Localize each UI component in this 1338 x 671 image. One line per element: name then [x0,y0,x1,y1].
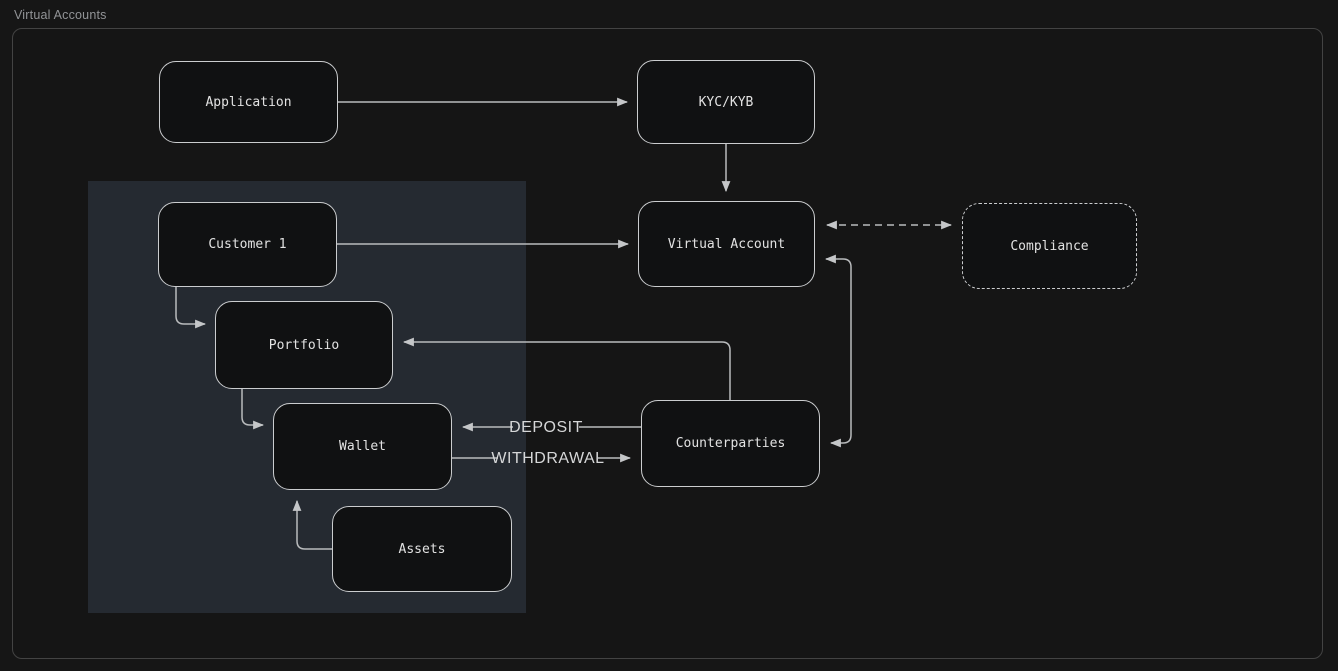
node-kyc-kyb-label: KYC/KYB [698,94,754,110]
edge-label-deposit: DEPOSIT [509,419,583,436]
edge-counterparties-to-portfolio [402,337,731,400]
node-virtual-account-label: Virtual Account [667,236,786,252]
node-customer-1-label: Customer 1 [208,237,287,252]
node-kyc-kyb: KYC/KYB [637,60,815,144]
node-compliance: Compliance [962,203,1137,289]
node-assets-label: Assets [398,541,446,557]
node-application-label: Application [205,94,292,110]
node-counterparties: Counterparties [641,400,820,487]
edge-virtual-account-counterparties [824,254,852,448]
node-portfolio: Portfolio [215,301,393,389]
node-wallet-label: Wallet [339,439,386,454]
edge-label-withdrawal: WITHDRAWAL [491,450,604,467]
node-customer-1: Customer 1 [158,202,337,287]
edge-customer1-to-portfolio [175,287,207,329]
edge-assets-to-wallet [292,499,332,550]
node-portfolio-label: Portfolio [268,337,340,353]
edge-portfolio-to-wallet [241,389,265,430]
node-assets: Assets [332,506,512,592]
node-application: Application [159,61,338,143]
node-wallet: Wallet [273,403,452,490]
node-virtual-account: Virtual Account [638,201,815,287]
diagram-title: Virtual Accounts [14,8,107,22]
node-compliance-label: Compliance [1010,238,1089,254]
node-counterparties-label: Counterparties [675,436,786,451]
